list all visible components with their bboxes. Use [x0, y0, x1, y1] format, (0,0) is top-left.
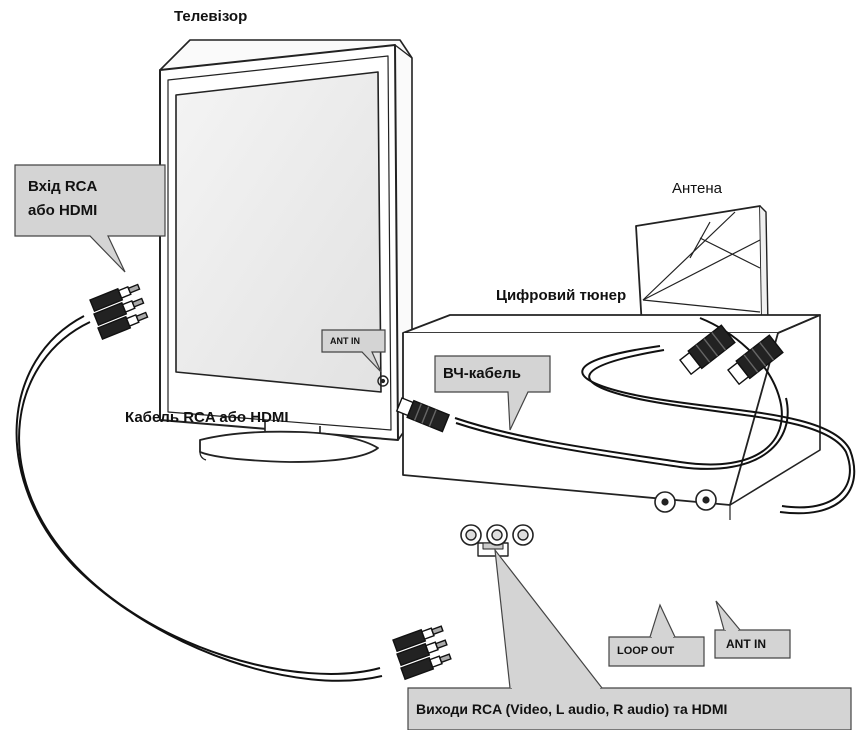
tv-label: Телевізор: [174, 8, 248, 25]
tv-icon: [159, 39, 413, 463]
outputs-label: Виходи RCA (Video, L audio, R audio) та …: [416, 701, 728, 717]
tuner-label: Цифровий тюнер: [496, 287, 627, 304]
tv-ant-in-label: ANT IN: [330, 336, 360, 346]
rca-hdmi-cable: [15, 315, 383, 682]
tv-input-label-line2: або HDMI: [28, 202, 98, 219]
coax-plug-icon: [727, 334, 784, 386]
callout-tv-input: [14, 164, 166, 273]
loop-out-label: LOOP OUT: [617, 645, 675, 657]
callout-loop-out: [608, 603, 705, 667]
rca-plug-icon: [392, 625, 452, 681]
coax-plug-icon: [679, 324, 736, 376]
callout-tv-ant-in: [321, 329, 386, 373]
callout-rf-cable: [434, 355, 551, 431]
coax-plug-icon: [395, 397, 451, 433]
callout-tuner-ant-in: [714, 600, 791, 659]
rca-hdmi-cable-label: Кабель RCA або HDMI: [125, 409, 289, 426]
tuner-ant-in-label: ANT IN: [726, 637, 766, 651]
rf-cable-antenna-to-tuner: [581, 345, 856, 515]
callout-outputs: [407, 547, 852, 730]
rf-cable-label: ВЧ-кабель: [443, 365, 522, 382]
antenna-label: Антена: [672, 180, 722, 197]
tv-input-label-line1: Вхід RCA: [28, 178, 98, 195]
rca-plug-icon: [89, 283, 149, 341]
